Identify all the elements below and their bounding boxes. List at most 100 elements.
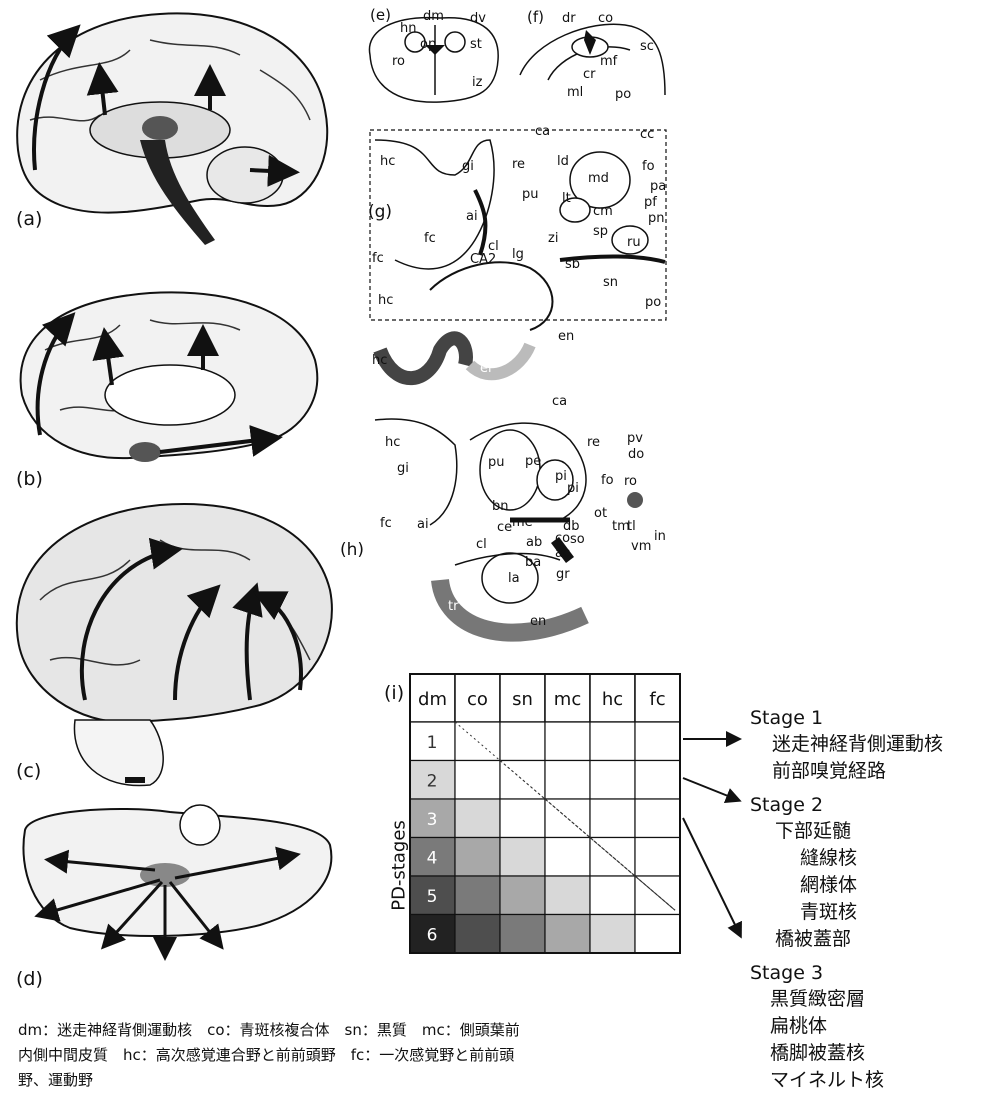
structure-label: re <box>512 158 525 171</box>
structure-label: cl <box>476 538 487 551</box>
stage-1-block: Stage 1 迷走神経背側運動核 前部嗅覚経路 <box>750 707 943 783</box>
structure-label: fc <box>424 232 436 245</box>
structure-label: in <box>654 530 666 543</box>
structure-label: gi <box>397 462 409 475</box>
structure-label: pn <box>648 212 665 225</box>
structure-label: zi <box>548 232 558 245</box>
structure-label: co <box>555 532 570 545</box>
stage-1-item: 前部嗅覚経路 <box>750 756 943 783</box>
brain-medial-a <box>17 13 327 245</box>
structure-label: pu <box>522 188 539 201</box>
structure-label: la <box>508 572 520 585</box>
structure-label: hc <box>372 354 387 367</box>
brain-medial-b <box>21 292 318 462</box>
structure-label: po <box>615 88 631 101</box>
structure-label: do <box>628 448 644 461</box>
stage-3-item: マイネルト核 <box>750 1065 884 1092</box>
structure-label: en <box>530 615 546 628</box>
structure-label: en <box>558 330 574 343</box>
panel-label-d: (d) <box>16 968 43 990</box>
structure-label: dm <box>423 10 444 23</box>
structure-label: cm <box>593 205 613 218</box>
stage-3-block: Stage 3 黒質緻密層 扁桃体 橋脚被蓋核 マイネルト核 <box>750 962 884 1092</box>
legend-line: 野、運動野 <box>18 1068 748 1093</box>
section-f <box>520 24 665 95</box>
structure-label: ml <box>567 86 583 99</box>
structure-label: fo <box>601 474 614 487</box>
structure-label: sn <box>603 276 618 289</box>
structure-label: mf <box>600 55 617 68</box>
structure-label: co <box>598 12 613 25</box>
structure-label: fc <box>380 517 392 530</box>
structure-label: hn <box>400 22 416 35</box>
structure-label: md <box>588 172 609 185</box>
structure-label: cr <box>583 68 596 81</box>
structure-label: hc <box>378 294 393 307</box>
structure-label: pa <box>650 180 666 193</box>
panel-label-i: (i) <box>384 682 404 704</box>
structure-label: ro <box>624 475 637 488</box>
structure-label: ld <box>557 155 569 168</box>
structure-label: ai <box>466 210 478 223</box>
panel-label-a: (a) <box>16 208 42 230</box>
structure-label: ai <box>417 518 429 531</box>
stage-2-item: 青斑核 <box>750 897 857 924</box>
structure-label: ba <box>525 556 541 569</box>
structure-label: so <box>570 533 585 546</box>
legend-line: dm：迷走神経背側運動核 co：青斑核複合体 sn：黒質 mc：側頭葉前 <box>18 1018 748 1043</box>
legend-line: 内側中間皮質 hc：高次感覚連合野と前前頭野 fc：一次感覚野と前前頭 <box>18 1043 748 1068</box>
structure-label: CA2 <box>470 253 496 266</box>
structure-label: tl <box>627 520 636 533</box>
structure-label: er <box>480 362 493 375</box>
panel-label-f: (f) <box>527 8 544 26</box>
structure-label: hc <box>385 436 400 449</box>
panel-label-e: (e) <box>370 6 391 24</box>
structure-label: pv <box>627 432 643 445</box>
stage-2-block: Stage 2 下部延髄 縫線核 網様体 青斑核 橋被蓋部 <box>750 794 857 951</box>
stage-2-item: 網様体 <box>750 870 857 897</box>
structure-label: tr <box>474 322 484 335</box>
arrow-stage2 <box>683 778 738 800</box>
stage-3-item: 黒質緻密層 <box>750 984 884 1011</box>
structure-label: pi <box>555 470 567 483</box>
structure-label: vm <box>631 540 651 553</box>
structure-label: lg <box>512 248 524 261</box>
stage-1-title: Stage 1 <box>750 707 943 729</box>
abbreviation-legend: dm：迷走神経背側運動核 co：青斑核複合体 sn：黒質 mc：側頭葉前 内側中… <box>18 1018 748 1093</box>
structure-label: pi <box>567 482 579 495</box>
stage-2-item: 橋被蓋部 <box>750 924 857 951</box>
structure-label: tr <box>448 600 458 613</box>
stage-3-item: 橋脚被蓋核 <box>750 1038 884 1065</box>
structure-label: po <box>645 296 661 309</box>
stage-2-item: 下部延髄 <box>750 816 857 843</box>
panel-label-b: (b) <box>16 468 43 490</box>
structure-label: op <box>420 38 436 51</box>
structure-label: fc <box>372 252 384 265</box>
panel-label-h: (h) <box>340 540 364 560</box>
structure-label: fo <box>642 160 655 173</box>
structure-label: ca <box>552 395 567 408</box>
structure-label: gi <box>462 160 474 173</box>
structure-label: lt <box>562 192 571 205</box>
structure-label: re <box>587 436 600 449</box>
structure-label: sb <box>565 258 580 271</box>
pd-stages-label: PD-stages <box>389 801 410 931</box>
brain-ventral-d <box>23 805 331 955</box>
structure-label: sc <box>640 40 654 53</box>
stage-1-item: 迷走神経背側運動核 <box>750 729 943 756</box>
structure-label: sp <box>593 225 608 238</box>
arrow-stage3 <box>683 818 740 935</box>
structure-label: ru <box>627 236 641 249</box>
pd-stages-axis: PD-stages <box>384 720 414 1020</box>
structure-label: ce <box>497 521 512 534</box>
structure-label: me <box>512 516 533 529</box>
structure-label: gr <box>556 568 570 581</box>
panel-label-g: (g) <box>368 202 392 222</box>
structure-label: pe <box>525 455 541 468</box>
structure-label: ac <box>555 547 570 560</box>
stage-3-item: 扁桃体 <box>750 1011 884 1038</box>
structure-label: ab <box>526 536 542 549</box>
structure-label: pf <box>644 196 657 209</box>
structure-label: dr <box>562 12 576 25</box>
structure-label: hc <box>380 155 395 168</box>
